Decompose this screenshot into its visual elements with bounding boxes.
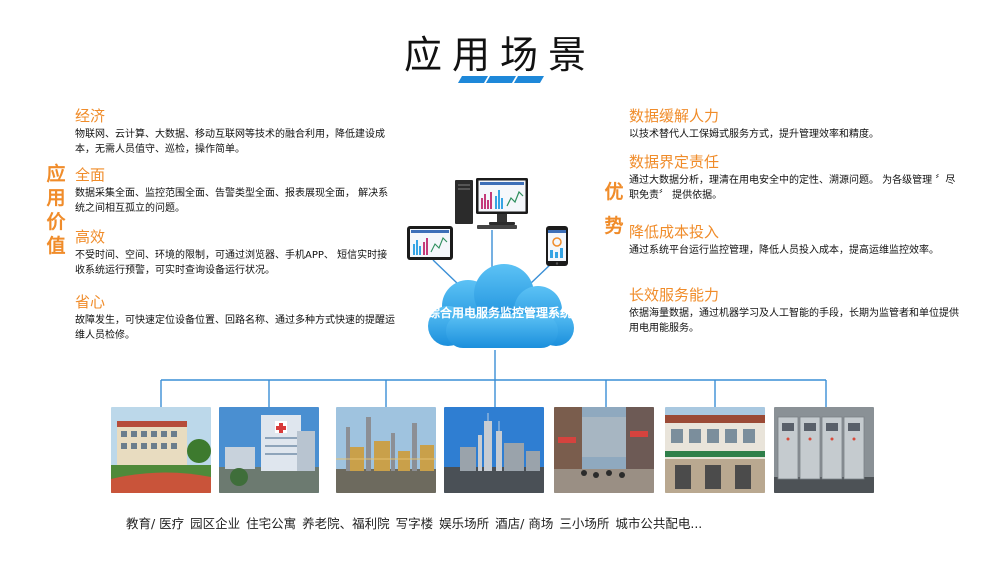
scene-photo-hospital bbox=[219, 407, 319, 493]
scene-photo-power-distribution bbox=[774, 407, 874, 493]
value-item-comprehensive: 全面 数据采集全面、监控范围全面、告警类型全面、报表展现全面， 解决系统之间相互… bbox=[75, 165, 397, 216]
advantage-item-manpower: 数据缓解人力 以技术替代人工保姆式服务方式，提升管理效率和精度。 bbox=[629, 106, 959, 142]
value-item-desc: 故障发生，可快速定位设备位置、回路名称、通过多种方式快速的提醒运维人员检修。 bbox=[75, 315, 395, 341]
scene-label-nursing: 养老院、福利院 bbox=[302, 516, 390, 531]
value-item-head: 省心 bbox=[75, 293, 106, 311]
left-section-label: 应用价值 bbox=[44, 162, 68, 258]
cloud-platform-label: 综合用电服务监控管理系统 bbox=[428, 306, 573, 320]
value-item-worry-free: 省心 故障发生，可快速定位设备位置、回路名称、通过多种方式快速的提醒运维人员检修… bbox=[75, 292, 397, 343]
value-item-desc: 数据采集全面、监控范围全面、告警类型全面、报表展现全面， 解决系统之间相互孤立的… bbox=[75, 188, 389, 214]
scene-label-park: 园区企业 bbox=[190, 516, 241, 531]
desktop-computer-icon bbox=[455, 178, 528, 229]
scene-photo-commercial-street bbox=[554, 407, 654, 493]
scene-label-education: 教育/ 医疗 bbox=[126, 516, 185, 531]
advantage-item-service: 长效服务能力 依据海量数据，通过机器学习及人工智能的手段，长期为监管者和单位提供… bbox=[629, 285, 959, 336]
vertical-label-char: 值 bbox=[46, 235, 66, 257]
vertical-label-char: 用 bbox=[46, 187, 66, 209]
value-item-desc: 物联网、云计算、大数据、移动互联网等技术的融合利用，降低建设成本，无需人员值守、… bbox=[75, 129, 385, 155]
advantage-item-desc: 依据海量数据，通过机器学习及人工智能的手段，长期为监管者和单位提供用电用能服务。 bbox=[629, 308, 959, 334]
vertical-label-char: 优 bbox=[604, 181, 624, 203]
scene-label-small-venues: 三小场所 bbox=[559, 516, 610, 531]
vertical-label-char: 价 bbox=[46, 211, 66, 233]
tablet-icon bbox=[407, 226, 453, 260]
value-item-head: 全面 bbox=[75, 166, 106, 184]
advantage-item-head: 数据界定责任 bbox=[629, 153, 720, 171]
advantage-item-head: 长效服务能力 bbox=[629, 286, 720, 304]
scene-labels-row: 教育/ 医疗 园区企业 住宅公寓 养老院、福利院 写字楼 娱乐场所 酒店/ 商场… bbox=[126, 513, 704, 532]
cloud-platform-icon bbox=[428, 264, 574, 348]
advantage-item-head: 降低成本投入 bbox=[629, 223, 720, 241]
scene-label-hotel: 酒店/ 商场 bbox=[495, 516, 554, 531]
vertical-label-char: 应 bbox=[46, 163, 66, 185]
advantage-item-desc: 以技术替代人工保姆式服务方式，提升管理效率和精度。 bbox=[629, 129, 879, 140]
scene-label-public-power: 城市公共配电... bbox=[615, 516, 703, 531]
advantage-item-cost: 降低成本投入 通过系统平台运行监控管理，降低人员投入成本，提高运维监控效率。 bbox=[629, 222, 959, 258]
page-title: 应用场景 bbox=[403, 33, 596, 77]
scene-label-residential: 住宅公寓 bbox=[246, 516, 297, 531]
value-item-desc: 不受时间、空间、环境的限制，可通过浏览器、手机APP、 短信实时接收系统运行预警… bbox=[75, 250, 388, 276]
advantage-item-desc: 通过系统平台运行监控管理，降低人员投入成本，提高运维监控效率。 bbox=[629, 245, 939, 256]
value-item-head: 高效 bbox=[75, 228, 106, 246]
advantage-item-head: 数据缓解人力 bbox=[629, 107, 720, 125]
scene-photo-residential bbox=[444, 407, 544, 493]
scene-photo-industrial-park bbox=[336, 407, 436, 493]
scene-label-entertainment: 娱乐场所 bbox=[439, 516, 490, 531]
scene-photo-shop-building bbox=[665, 407, 765, 493]
advantage-item-desc: 通过大数据分析，理清在用电安全中的定性、溯源问题。 为各级管理 〞尽职免责〞 提… bbox=[629, 175, 956, 201]
mobile-phone-icon bbox=[546, 226, 568, 266]
scene-label-office: 写字楼 bbox=[395, 516, 434, 531]
value-item-economy: 经济 物联网、云计算、大数据、移动互联网等技术的融合利用，降低建设成本，无需人员… bbox=[75, 106, 397, 157]
right-section-label-text: 优势 bbox=[602, 175, 626, 243]
advantage-item-responsibility: 数据界定责任 通过大数据分析，理清在用电安全中的定性、溯源问题。 为各级管理 〞… bbox=[629, 152, 959, 203]
value-item-head: 经济 bbox=[75, 107, 106, 125]
value-item-efficient: 高效 不受时间、空间、环境的限制，可通过浏览器、手机APP、 短信实时接收系统运… bbox=[75, 227, 397, 278]
right-section-label: 优势 bbox=[602, 175, 626, 243]
scene-photo-education bbox=[111, 407, 211, 493]
vertical-label-char: 势 bbox=[604, 215, 624, 237]
left-section-label-text: 应用价值 bbox=[44, 162, 68, 258]
